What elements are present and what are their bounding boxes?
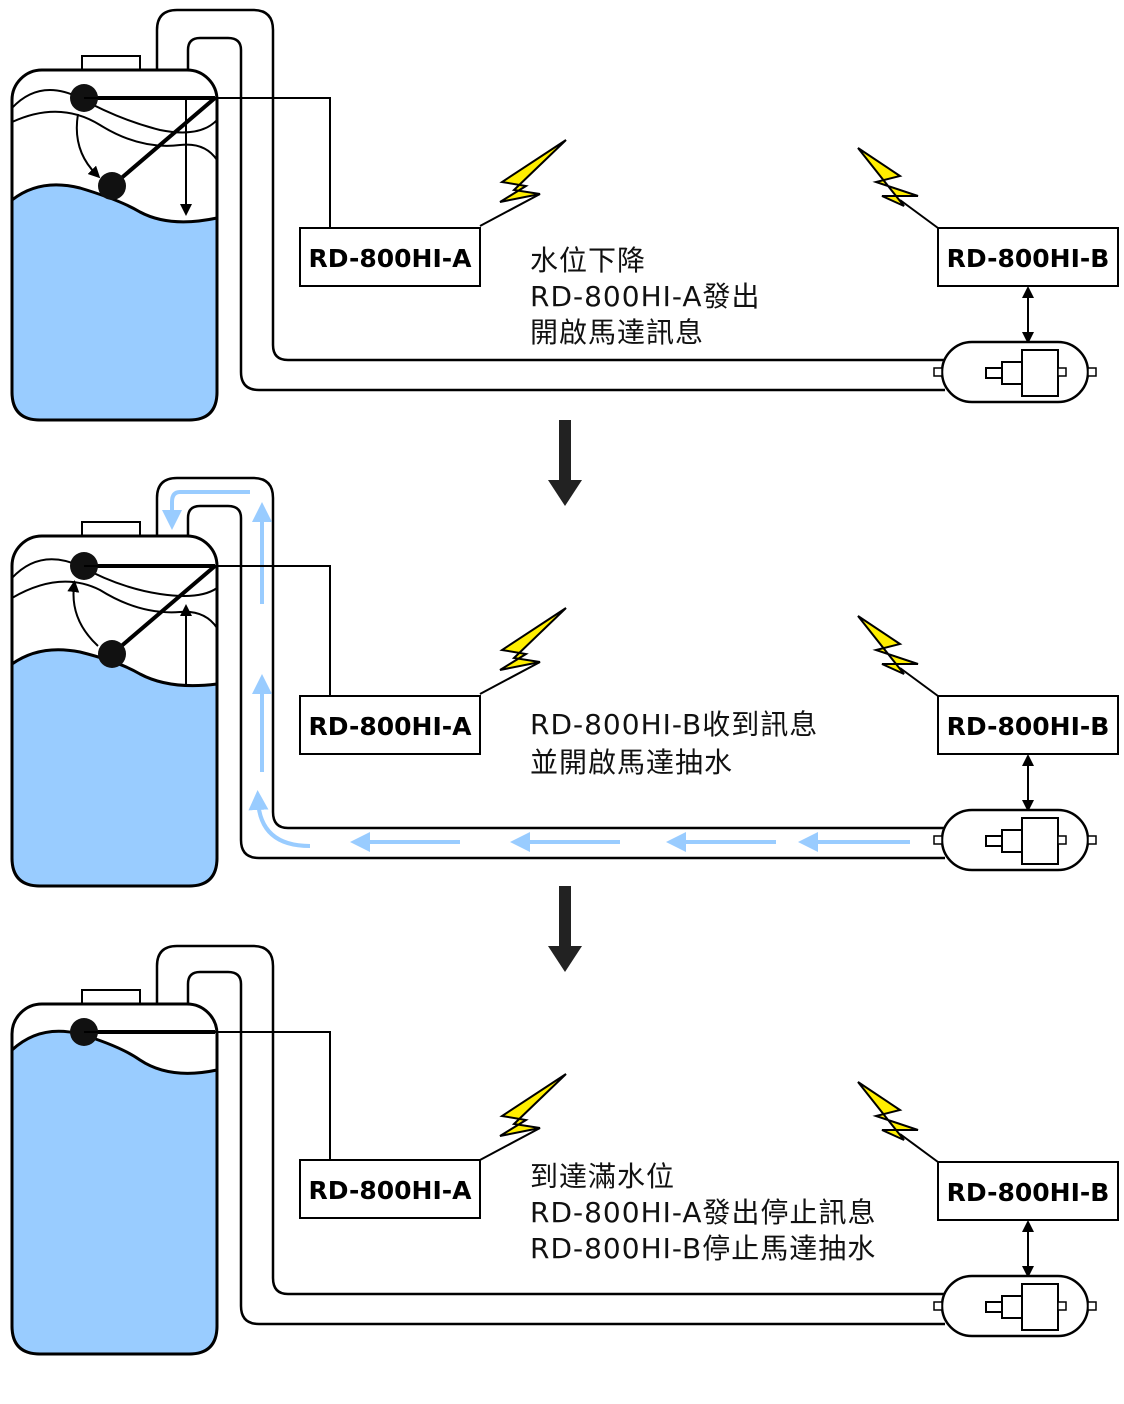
water-tank-icon — [10, 521, 219, 888]
pipe — [155, 8, 945, 392]
water-tank-icon — [10, 989, 219, 1356]
stage-2: RD-800HI-A RD-800HI-B收到訊息 並開啟馬達抽水 RD-800… — [10, 476, 1119, 888]
pump-motor-icon — [933, 340, 1097, 404]
caption-line: RD-800HI-B停止馬達抽水 — [530, 1232, 876, 1265]
caption-line: RD-800HI-B收到訊息 — [530, 708, 818, 741]
device-a-label: RD-800HI-A — [309, 1176, 473, 1205]
caption-line: RD-800HI-A發出停止訊息 — [530, 1196, 877, 1229]
down-arrow-icon — [548, 886, 582, 972]
caption-line: 水位下降 — [530, 244, 646, 277]
pump-motor-icon — [933, 808, 1097, 872]
caption-line: RD-800HI-A發出 — [530, 280, 761, 313]
pipe — [155, 944, 945, 1326]
device-b-label: RD-800HI-B — [947, 712, 1110, 741]
pump-motor-icon — [933, 1274, 1097, 1338]
stage-caption: 水位下降 RD-800HI-A發出 開啟馬達訊息 — [530, 244, 761, 349]
device-b-label: RD-800HI-B — [947, 244, 1110, 273]
pipe — [155, 476, 945, 860]
device-b-label: RD-800HI-B — [947, 1178, 1110, 1207]
stage-caption: RD-800HI-B收到訊息 並開啟馬達抽水 — [530, 708, 818, 779]
lightning-signal-icon — [479, 607, 567, 695]
lightning-signal-icon — [857, 147, 939, 229]
signal-wire — [84, 565, 331, 696]
device-a: RD-800HI-A — [299, 227, 481, 287]
caption-line: 並開啟馬達抽水 — [530, 746, 733, 779]
lightning-signal-icon — [479, 139, 567, 227]
device-a: RD-800HI-A — [299, 1159, 481, 1219]
device-a-label: RD-800HI-A — [309, 712, 473, 741]
device-a: RD-800HI-A — [299, 695, 481, 755]
lightning-signal-icon — [479, 1073, 567, 1161]
stage-1: RD-800HI-A 水位下降 RD-800HI-A發出 開啟馬達訊息 RD-8… — [10, 8, 1119, 422]
device-b: RD-800HI-B — [937, 227, 1119, 287]
water-flow-arrows — [162, 490, 910, 852]
water-tank-icon — [10, 55, 219, 422]
lightning-signal-icon — [857, 615, 939, 697]
lightning-signal-icon — [857, 1081, 939, 1163]
caption-line: 開啟馬達訊息 — [530, 316, 704, 349]
stage-caption: 到達滿水位 RD-800HI-A發出停止訊息 RD-800HI-B停止馬達抽水 — [530, 1160, 877, 1265]
device-b: RD-800HI-B — [937, 695, 1119, 755]
signal-wire — [84, 97, 331, 228]
down-arrow-icon — [548, 420, 582, 506]
caption-line: 到達滿水位 — [530, 1160, 675, 1193]
device-b: RD-800HI-B — [937, 1161, 1119, 1221]
signal-wire — [84, 1031, 331, 1160]
device-a-label: RD-800HI-A — [309, 244, 473, 273]
stage-3: RD-800HI-A 到達滿水位 RD-800HI-A發出停止訊息 RD-800… — [10, 944, 1119, 1356]
